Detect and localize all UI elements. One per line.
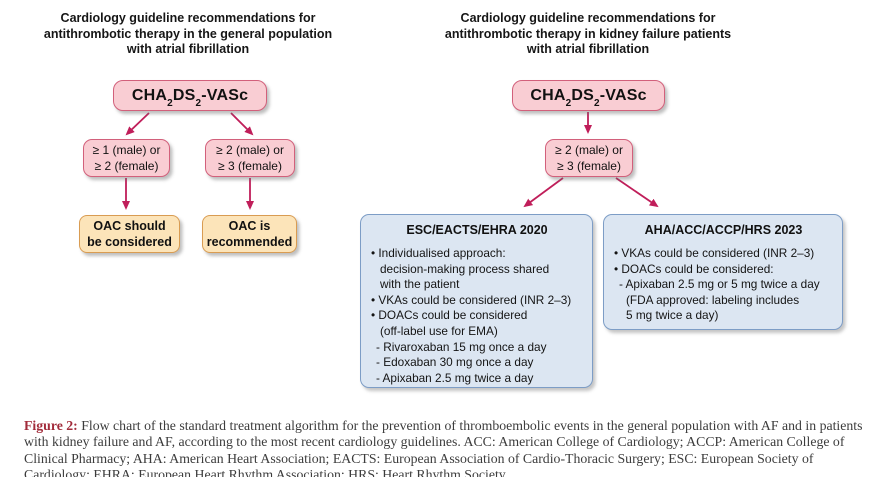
guideline-line: • DOACs could be considered: [614,261,774,276]
guideline-line: • DOACs could be considered [371,308,528,323]
outcome-line: OAC is [228,219,271,233]
outcome-line: be considered [87,235,172,249]
guideline-box-title: ESC/EACTS/EHRA 2020 [406,223,548,237]
criteria-line: ≥ 2 (male) or [555,143,623,157]
guideline-line: • VKAs could be considered (INR 2–3) [614,246,815,260]
right-chart-title: Cardiology guideline recommendations for… [428,11,748,58]
guideline-box-title: AHA/ACC/ACCP/HRS 2023 [644,223,803,237]
esc-eacts-ehra-2020-box: ESC/EACTS/EHRA 2020 • Individualised app… [360,214,593,388]
title-line: antithrombotic therapy in kidney failure… [444,26,732,41]
title-line: Cardiology guideline recommendations for [460,11,716,25]
outcome-box-oac-recommended: OAC is recommended [202,215,297,253]
criteria-box-ge1-male-ge2-female: ≥ 1 (male) or ≥ 2 (female) [83,139,170,177]
criteria-line: ≥ 2 (female) [94,159,159,173]
outcome-box-oac-considered: OAC should be considered [79,215,180,253]
criteria-line: ≥ 1 (male) or [92,143,161,157]
title-line: antithrombotic therapy in the general po… [43,26,333,41]
outcome-line: recommended [206,235,293,249]
aha-acc-accp-hrs-2023-box: AHA/ACC/ACCP/HRS 2023 • VKAs could be co… [603,214,843,330]
guideline-line: • Individualised approach: [371,246,506,260]
criteria-line: ≥ 3 (female) [557,159,621,173]
guideline-line: decision-making process shared [380,261,550,276]
title-line: Cardiology guideline recommendations for [60,11,316,25]
criteria-box-ge2-male-ge3-female-right: ≥ 2 (male) or ≥ 3 (female) [545,139,633,177]
criteria-line: ≥ 2 (male) or [216,143,284,157]
score-label: CHA2DS2-VASc [131,86,249,109]
figure-caption-label: Figure 2: [24,417,78,433]
cha2ds2-vasc-box-right: CHA2DS2-VASc [512,80,665,111]
guideline-line: • VKAs could be considered (INR 2–3) [371,292,572,307]
left-chart-title: Cardiology guideline recommendations for… [28,11,348,58]
arrow-criteria-to-esc-box [523,177,564,208]
guideline-line: - Edoxaban 30 mg once a day [376,355,534,370]
guideline-line: with the patient [380,277,460,292]
arrow-left-to-criteria-low [125,112,150,136]
criteria-line: ≥ 3 (female) [218,159,282,173]
criteria-box-ge2-male-ge3-female-left: ≥ 2 (male) or ≥ 3 (female) [205,139,295,177]
guideline-line: 5 mg twice a day) [626,308,719,323]
arrow-criteria-to-aha-box [615,177,659,208]
guideline-line: (off-label use for EMA) [380,323,498,338]
arrow-left-to-criteria-high [230,112,254,136]
guideline-line: - Apixaban 2.5 mg or 5 mg twice a day [619,277,820,292]
title-line: with atrial fibrillation [126,42,250,56]
title-line: with atrial fibrillation [526,42,650,56]
guideline-line: - Rivaroxaban 15 mg once a day [376,339,547,354]
figure-caption-text: Flow chart of the standard treatment alg… [24,417,863,477]
guideline-line: (FDA approved: labeling includes [626,292,800,307]
score-label: CHA2DS2-VASc [530,86,647,109]
figure-caption: Figure 2: Flow chart of the standard tre… [24,418,868,477]
guideline-line: - Apixaban 2.5 mg twice a day [376,370,534,385]
cha2ds2-vasc-box-left: CHA2DS2-VASc [113,80,267,111]
outcome-line: OAC should [93,219,166,233]
